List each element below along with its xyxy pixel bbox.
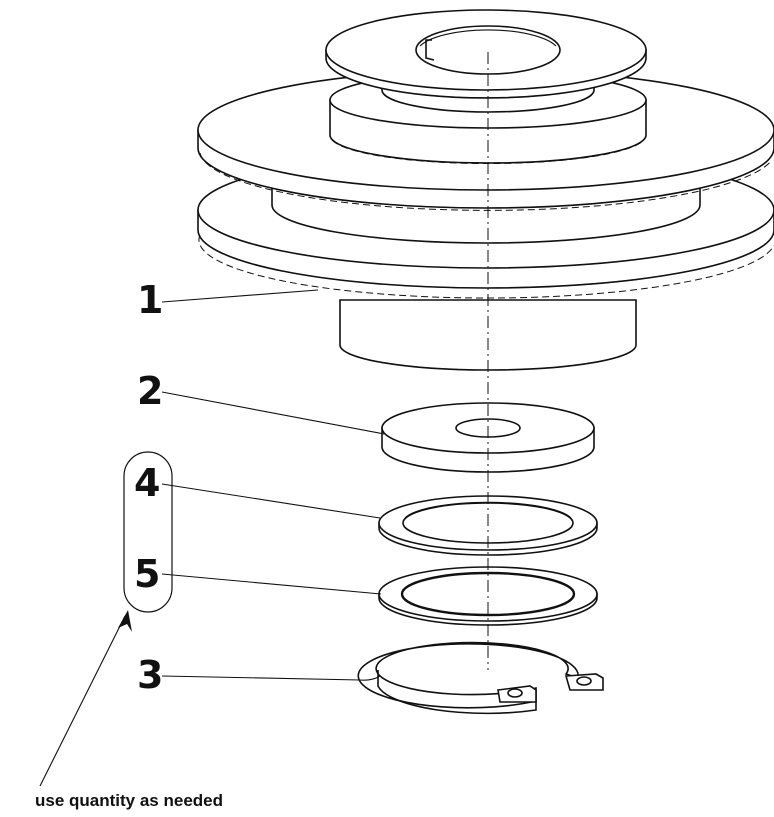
arrowhead-icon: [118, 610, 132, 632]
callout-5: 5: [134, 552, 160, 596]
leader-2: [161, 391, 385, 435]
callout-3: 3: [137, 653, 163, 697]
part-2-spacer-washer: [381, 402, 595, 473]
part-3-retaining-ring: [357, 641, 604, 715]
part-1-pulley: [197, 9, 774, 371]
callout-1: 1: [137, 278, 163, 322]
leader-4: [161, 483, 381, 519]
callout-4: 4: [134, 461, 160, 505]
leader-1: [161, 289, 319, 303]
leader-3: [161, 675, 381, 681]
leader-5: [161, 573, 382, 595]
note-leader: [39, 615, 126, 787]
group-bracket: [123, 451, 173, 613]
callout-2: 2: [137, 369, 163, 413]
quantity-note: use quantity as needed: [35, 791, 223, 810]
